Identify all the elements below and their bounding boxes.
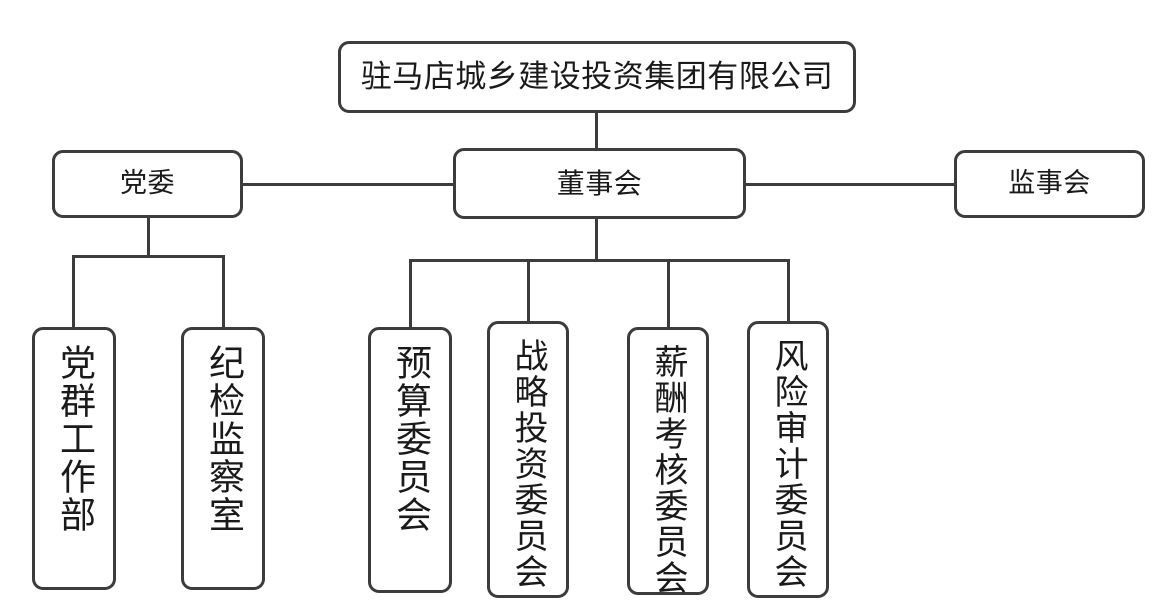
node-board-of-supervisors[interactable]: 监事会 — [954, 150, 1145, 218]
connector-board-leg-3 — [667, 259, 670, 329]
connector-board-row-horizontal-left — [243, 183, 455, 186]
connector-board-leg-1 — [409, 259, 412, 329]
node-discipline-inspection-office[interactable]: 纪检监察室 — [181, 327, 265, 590]
node-budget-committee-label: 预算委员会 — [390, 344, 431, 534]
connector-board-row-horizontal-right — [746, 183, 955, 186]
connector-party-bus — [72, 255, 225, 258]
connector-board-leg-2 — [527, 259, 530, 322]
node-board-of-directors-label: 董事会 — [556, 166, 643, 200]
node-risk-audit-committee-label: 风险审计委员会 — [768, 338, 808, 590]
node-strategic-investment-committee[interactable]: 战略投资委员会 — [487, 321, 569, 598]
node-party-committee-label: 党委 — [120, 167, 175, 199]
node-discipline-inspection-office-label: 纪检监察室 — [203, 344, 244, 534]
node-parent-company[interactable]: 驻马店城乡建设投资集团有限公司 — [338, 41, 856, 113]
node-strategic-investment-committee-label: 战略投资委员会 — [508, 338, 548, 590]
node-board-of-directors[interactable]: 董事会 — [453, 148, 746, 219]
node-parent-company-label: 驻马店城乡建设投资集团有限公司 — [360, 58, 834, 95]
node-board-of-supervisors-label: 监事会 — [1008, 167, 1091, 199]
connector-party-leg-1 — [72, 255, 75, 329]
connector-board-leg-4 — [787, 259, 790, 322]
node-compensation-assessment-committee-label: 薪酬考核委员会 — [648, 344, 688, 596]
connector-board-stem — [595, 217, 598, 261]
node-budget-committee[interactable]: 预算委员会 — [368, 327, 452, 593]
node-party-mass-work-department[interactable]: 党群工作部 — [32, 327, 116, 590]
connector-root-to-board — [595, 112, 598, 152]
node-party-committee[interactable]: 党委 — [52, 150, 243, 218]
node-compensation-assessment-committee[interactable]: 薪酬考核委员会 — [627, 327, 709, 596]
node-risk-audit-committee[interactable]: 风险审计委员会 — [747, 321, 829, 598]
connector-party-stem — [147, 217, 150, 257]
node-party-mass-work-department-label: 党群工作部 — [54, 344, 95, 534]
connector-party-leg-2 — [222, 255, 225, 329]
connector-board-bus — [409, 259, 790, 262]
